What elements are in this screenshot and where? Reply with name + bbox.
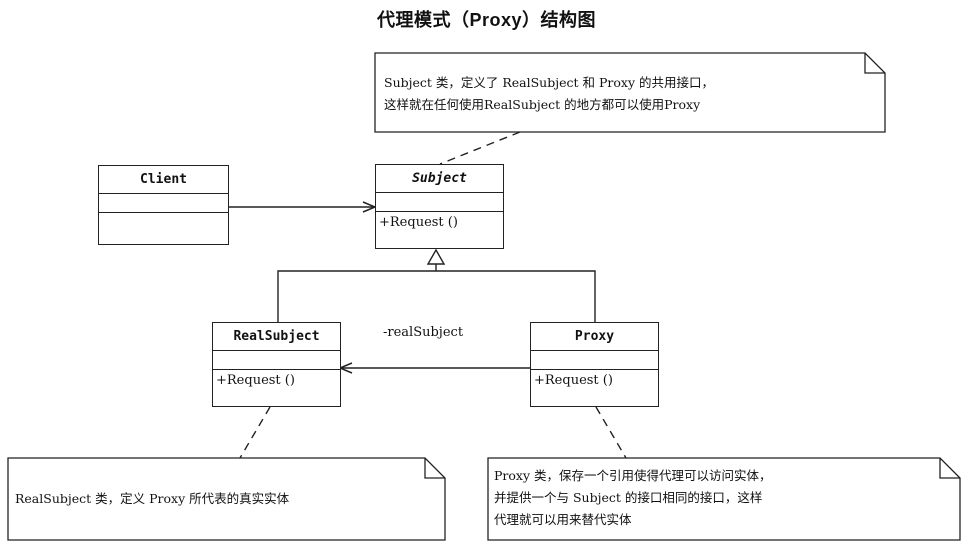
realsubject-class-name: RealSubject (213, 323, 340, 351)
subject-note-line: 这样就在任何使用RealSubject 的地方都可以使用Proxy (384, 97, 701, 112)
proxy-class-operation: +Request () (534, 373, 613, 388)
subject-note-anchor (439, 131, 521, 165)
realsubject-class: RealSubject +Request () (212, 322, 341, 407)
proxy-note-line: 并提供一个与 Subject 的接口相同的接口，这样 (494, 490, 763, 505)
subject-class-name: Subject (376, 165, 503, 193)
generalization-triangle (426, 248, 446, 265)
proxy-note-anchor (595, 406, 627, 459)
realsubject-note-line: RealSubject 类，定义 Proxy 所代表的真实实体 (15, 491, 290, 506)
subject-note: Subject 类，定义了 RealSubject 和 Proxy 的共用接口，… (384, 72, 714, 116)
subject-class: Subject +Request () (375, 164, 504, 249)
proxy-class: Proxy +Request () (530, 322, 659, 407)
subject-class-attributes (376, 193, 503, 212)
client-class-name: Client (99, 166, 228, 194)
realsubject-note: RealSubject 类，定义 Proxy 所代表的真实实体 (15, 488, 289, 510)
realsubject-note-shape (7, 457, 446, 541)
subject-note-shape (374, 52, 886, 133)
realsubject-class-attributes (213, 351, 340, 370)
proxy-note-shape (487, 457, 961, 541)
proxy-note: Proxy 类，保存一个引用使得代理可以访问实体， 并提供一个与 Subject… (494, 465, 772, 531)
generalization-connector (277, 270, 596, 322)
proxy-class-name: Proxy (531, 323, 658, 351)
diagram-title: 代理模式（Proxy）结构图 (376, 10, 597, 30)
proxy-class-attributes (531, 351, 658, 370)
client-class: Client (98, 165, 229, 245)
subject-class-operation: +Request () (379, 215, 458, 230)
subject-note-line: Subject 类，定义了 RealSubject 和 Proxy 的共用接口， (384, 75, 714, 90)
realsubject-note-anchor (239, 406, 271, 459)
proxy-note-line: Proxy 类，保存一个引用使得代理可以访问实体， (494, 468, 772, 483)
proxy-note-line: 代理就可以用来替代实体 (494, 512, 632, 527)
client-class-attributes (99, 194, 228, 213)
realsubject-class-operation: +Request () (216, 373, 295, 388)
association-label: -realSubject (383, 325, 464, 340)
